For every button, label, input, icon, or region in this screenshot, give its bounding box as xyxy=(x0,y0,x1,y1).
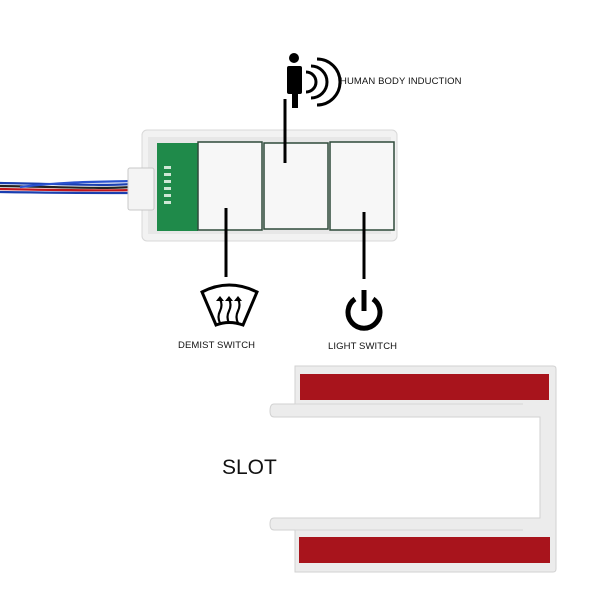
adhesive-strip-top xyxy=(300,374,549,400)
mounting-slot-bracket xyxy=(269,365,557,573)
connector xyxy=(127,167,155,211)
cable-wires xyxy=(0,179,133,195)
light-switch-label: LIGHT SWITCH xyxy=(328,341,398,352)
touch-pad-demist xyxy=(197,141,263,231)
demist-switch-label: DEMIST SWITCH xyxy=(178,340,256,351)
touch-pad-sensor xyxy=(263,142,329,230)
leader-lines xyxy=(224,99,366,279)
touch-pad-light xyxy=(329,141,395,231)
pcb xyxy=(157,143,198,231)
power-icon xyxy=(345,290,383,331)
defrost-windshield-icon xyxy=(200,283,259,327)
touch-switch-module xyxy=(127,129,398,242)
slot-label: SLOT xyxy=(222,456,277,479)
person-sensor-icon xyxy=(287,53,342,108)
adhesive-strip-bottom xyxy=(299,537,550,563)
human-body-induction-label: HUMAN BODY INDUCTION xyxy=(340,76,462,87)
